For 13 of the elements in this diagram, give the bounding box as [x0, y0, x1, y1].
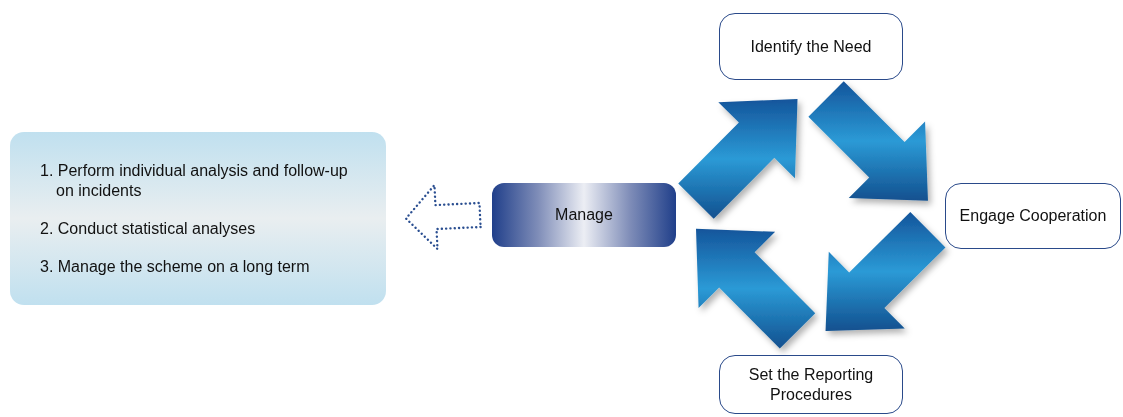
- block-arrow: [808, 81, 928, 201]
- step-box: Identify the Need: [719, 13, 903, 80]
- step-box: Engage Cooperation: [945, 183, 1121, 249]
- dotted-arrow: [404, 182, 482, 253]
- list-item: 1. Perform individual analysis and follow-up on incidents: [40, 160, 349, 201]
- step-box: Set the Reporting Procedures: [719, 355, 903, 414]
- block-arrow: [678, 99, 798, 219]
- process-box: Manage: [492, 183, 676, 247]
- list-panel: [10, 132, 386, 305]
- block-arrow: [825, 212, 946, 332]
- list-item: 3. Manage the scheme on a long term: [40, 256, 310, 277]
- list-item: 2. Conduct statistical analyses: [40, 218, 256, 239]
- block-arrow: [696, 228, 816, 349]
